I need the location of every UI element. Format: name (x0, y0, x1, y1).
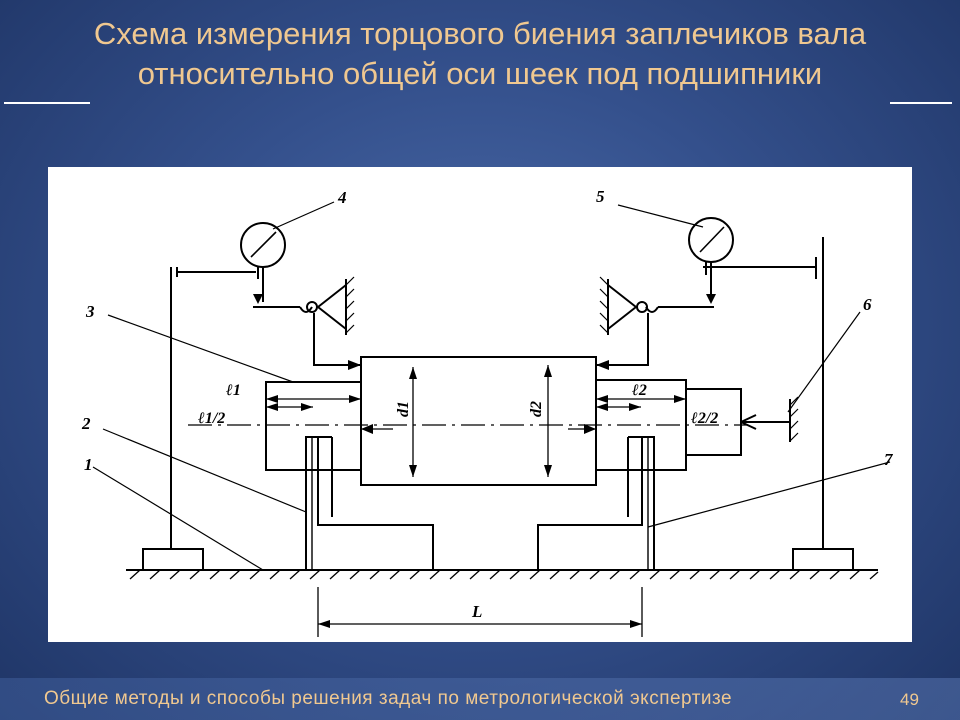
label-l2-half: ℓ2/2 (690, 410, 718, 427)
slide-title: Схема измерения торцового биения заплечи… (0, 14, 960, 94)
label-l2: ℓ2 (631, 382, 647, 399)
label-1: 1 (84, 455, 93, 474)
lever-5-probe (596, 313, 649, 366)
label-d1: d1 (395, 401, 412, 417)
slide-footer: Общие методы и способы решения задач по … (44, 688, 733, 709)
label-l1: ℓ1 (225, 382, 241, 399)
ground-hatching (129, 569, 879, 580)
label-2: 2 (81, 414, 91, 433)
title-line-1: Схема измерения торцового биения заплечи… (93, 16, 867, 51)
label-d2: d2 (528, 401, 545, 417)
footer-bar (0, 678, 960, 720)
right-support (537, 436, 655, 570)
leader-4 (272, 201, 335, 230)
page-number: 49 (900, 690, 919, 709)
measurement-diagram: 4 5 3 2 1 6 7 ℓ1 ℓ1/2 ℓ2 ℓ2/2 d1 d2 L (81, 187, 894, 637)
leader-7 (647, 461, 891, 528)
leader-2 (102, 428, 307, 513)
diagram-panel: 4 5 3 2 1 6 7 ℓ1 ℓ1/2 ℓ2 ℓ2/2 d1 d2 L (48, 167, 912, 642)
title-line-2: относительно общей оси шеек под подшипни… (137, 56, 823, 91)
lever-4-probe (313, 313, 361, 366)
shaft-left-journal (265, 381, 362, 471)
shaft-middle-collar (360, 356, 597, 486)
label-L: L (471, 602, 482, 621)
title-rule-left (4, 102, 90, 104)
label-5: 5 (596, 187, 605, 206)
label-7: 7 (884, 450, 894, 469)
left-support (305, 436, 434, 570)
label-6: 6 (863, 295, 872, 314)
label-4: 4 (337, 188, 347, 207)
left-stand-base (142, 548, 204, 571)
leader-6 (787, 311, 861, 413)
right-stand-base (792, 548, 854, 571)
label-l1-half: ℓ1/2 (197, 410, 225, 427)
leader-5 (617, 204, 704, 228)
leader-1 (92, 466, 264, 571)
title-rule-right (890, 102, 952, 104)
label-3: 3 (85, 302, 95, 321)
leader-3 (107, 314, 294, 383)
